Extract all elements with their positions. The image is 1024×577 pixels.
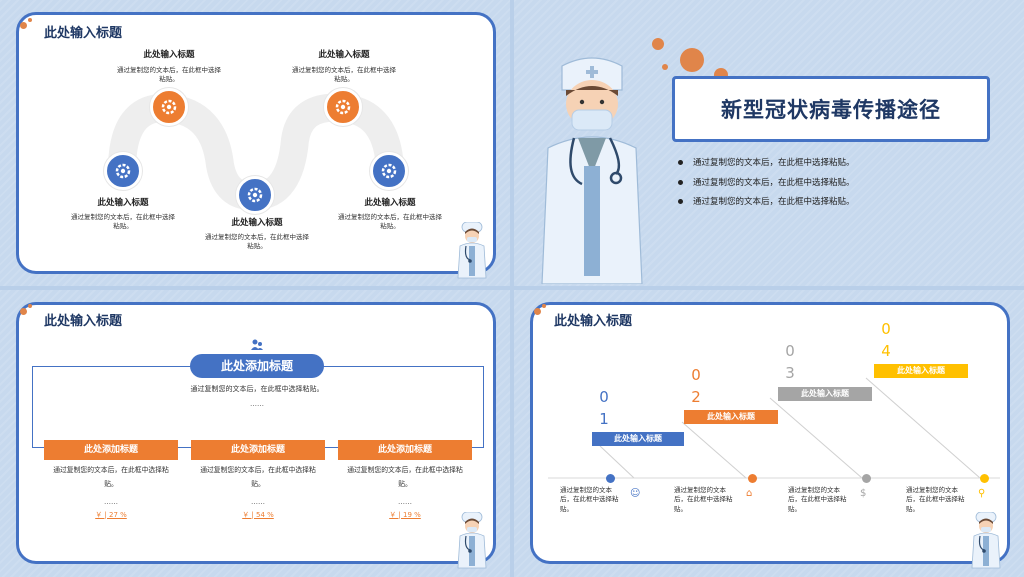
step-2-num-b: 2 [691, 388, 701, 406]
slide-title: 此处输入标题 [44, 26, 123, 41]
virus-icon [542, 304, 546, 308]
node-3-title: 此处输入标题 [231, 218, 283, 228]
slide-4[interactable]: 此处输入标题 0 1 此处输入标题 0 2 此处输入标题 0 3 此处输入标题 … [514, 290, 1024, 577]
node-3-desc: 通过复制您的文本后，在此框中选择粘贴。 [205, 233, 309, 251]
node-1-title: 此处输入标题 [97, 198, 149, 208]
step-3-label: 此处输入标题 [778, 387, 872, 401]
column-1-desc: 通过复制您的文本后，在此框中选择粘贴。 [53, 466, 169, 488]
main-title: 新型冠状病毒传播途径 [721, 98, 941, 122]
gear-wrench-icon [247, 187, 263, 203]
column-3-dots: …… [398, 498, 412, 506]
step-3-num-a: 0 [785, 342, 795, 360]
gear-wrench-icon [335, 99, 351, 115]
virus-icon [20, 308, 27, 315]
step-1-desc: 通过复制您的文本后，在此框中选择粘贴。 [560, 486, 619, 513]
house-icon: ⌂ [746, 488, 753, 499]
node-2-desc: 通过复制您的文本后，在此框中选择粘贴。 [117, 66, 221, 84]
slide-title: 此处输入标题 [554, 314, 633, 329]
node-1-desc: 通过复制您的文本后，在此框中选择粘贴。 [71, 213, 175, 231]
node-5-circle [370, 152, 408, 190]
slide-3[interactable]: 此处输入标题 此处添加标题 通过复制您的文本后，在此框中选择粘贴。 …… 此处添… [0, 290, 510, 577]
column-2-pct: ￥ | 54 % [242, 511, 274, 519]
gear-wrench-icon [161, 99, 177, 115]
slide-3-card [16, 302, 496, 564]
virus-icon [28, 18, 32, 22]
virus-icon [28, 304, 32, 308]
step-4-label: 此处输入标题 [874, 364, 968, 378]
step-1-num-b: 1 [599, 410, 609, 428]
doctor-illustration [457, 222, 487, 279]
node-4-desc: 通过复制您的文本后，在此框中选择粘贴。 [292, 66, 396, 84]
node-4-title: 此处输入标题 [318, 50, 370, 60]
slide-1[interactable]: 此处输入标题 此处输入标题 通过复制您的文本后，在此框中选择粘贴 [0, 0, 510, 286]
banner-desc: 通过复制您的文本后，在此框中选择粘贴。 [190, 385, 324, 393]
gear-wrench-icon [115, 163, 131, 179]
step-3-desc: 通过复制您的文本后，在此框中选择粘贴。 [788, 486, 847, 513]
node-1-circle [104, 152, 142, 190]
slide-2[interactable]: 新型冠状病毒传播途径 通过复制您的文本后，在此框中选择粘贴。 通过复制您的文本后… [514, 0, 1024, 286]
gear-wrench-icon [381, 163, 397, 179]
column-1-pct: ￥ | 27 % [95, 511, 127, 519]
doctor-illustration [457, 512, 487, 569]
people-icon [251, 339, 263, 350]
step-4-num-b: 4 [881, 342, 891, 360]
doctor-illustration [541, 57, 643, 284]
virus-icon [20, 22, 27, 29]
slide-title: 此处输入标题 [44, 314, 123, 329]
bullet-item: 通过复制您的文本后，在此框中选择粘贴。 [678, 176, 855, 188]
banner-dots: …… [250, 400, 264, 408]
banner-title: 此处添加标题 [190, 354, 324, 378]
column-3-header: 此处添加标题 [338, 440, 472, 460]
column-1-dots: …… [104, 498, 118, 506]
step-4-num-a: 0 [881, 320, 891, 338]
column-2-dots: …… [251, 498, 265, 506]
main-title-box: 新型冠状病毒传播途径 [672, 76, 990, 142]
column-3-pct: ￥ | 19 % [389, 511, 421, 519]
step-1-label: 此处输入标题 [592, 432, 684, 446]
virus-icon [680, 48, 704, 72]
node-2-circle [150, 88, 188, 126]
timeline-dot-1 [606, 474, 615, 483]
node-4-circle [324, 88, 362, 126]
timeline-dot-2 [748, 474, 757, 483]
step-4-desc: 通过复制您的文本后，在此框中选择粘贴。 [906, 486, 965, 513]
step-2-label: 此处输入标题 [684, 410, 778, 424]
column-2-desc: 通过复制您的文本后，在此框中选择粘贴。 [200, 466, 316, 488]
diagonal-lines [548, 377, 1000, 479]
column-2-header: 此处添加标题 [191, 440, 325, 460]
doctor-illustration [971, 512, 1001, 569]
node-5-desc: 通过复制您的文本后，在此框中选择粘贴。 [338, 213, 442, 231]
timeline-dot-3 [862, 474, 871, 483]
timeline-dot-4 [980, 474, 989, 483]
virus-icon [534, 308, 541, 315]
step-2-desc: 通过复制您的文本后，在此框中选择粘贴。 [674, 486, 733, 513]
magnifier-icon: ⚲ [978, 488, 986, 499]
virus-icon [662, 64, 668, 70]
virus-icon [652, 38, 664, 50]
slide-1-card [16, 12, 496, 274]
node-2-title: 此处输入标题 [143, 50, 195, 60]
node-3-circle [236, 176, 274, 214]
step-3-num-b: 3 [785, 364, 795, 382]
column-3-desc: 通过复制您的文本后，在此框中选择粘贴。 [347, 466, 463, 488]
node-5-title: 此处输入标题 [364, 198, 416, 208]
bullet-item: 通过复制您的文本后，在此框中选择粘贴。 [678, 195, 855, 207]
step-1-num-a: 0 [599, 388, 609, 406]
bullet-item: 通过复制您的文本后，在此框中选择粘贴。 [678, 156, 855, 168]
column-1-header: 此处添加标题 [44, 440, 178, 460]
step-2-num-a: 0 [691, 366, 701, 384]
coin-hand-icon: $ [860, 488, 867, 499]
person-icon: ☺ [630, 488, 641, 499]
